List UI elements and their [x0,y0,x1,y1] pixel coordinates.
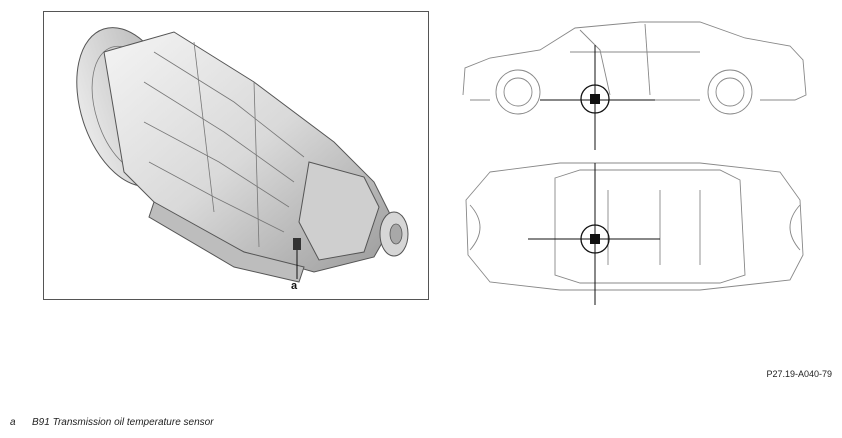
top-view-locator [528,163,660,305]
legend-key: a [10,417,16,428]
vehicle-top-view [465,162,804,291]
transmission-illustration [76,27,409,283]
callout-a: a [291,280,298,292]
vehicle-side-view [462,21,807,115]
figure-reference-id: P27.19-A040-79 [766,369,832,379]
output-shaft-housing [298,161,409,261]
side-view-locator [540,45,655,150]
legend-text: B91 Transmission oil temperature sensor [32,417,214,428]
oil-pan [148,201,305,283]
case-ribs [143,41,305,248]
transmission-illustration-frame: a [43,11,429,300]
legend-item: a B91 Transmission oil temperature sensor [10,417,214,428]
sensor-b91-marker [293,238,301,279]
